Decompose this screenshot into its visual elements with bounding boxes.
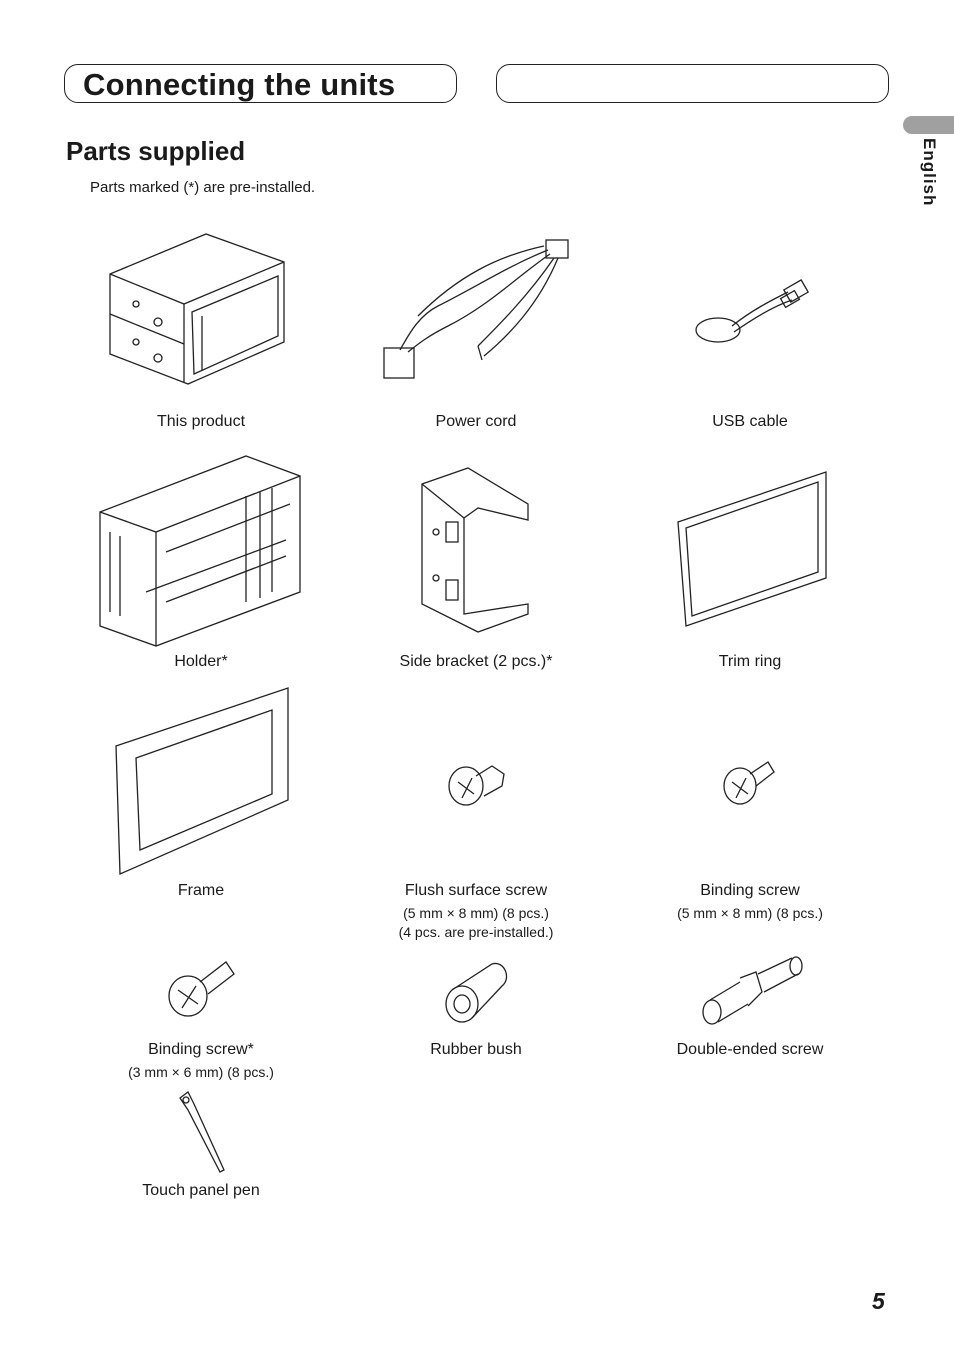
binding-screw-icon <box>723 761 775 805</box>
usb-cable-icon <box>695 279 810 343</box>
page-number: 5 <box>872 1288 885 1314</box>
language-label: English <box>920 138 939 207</box>
part-detail: (3 mm × 6 mm) (8 pcs.) <box>128 1064 274 1080</box>
side-bracket-icon <box>421 467 529 633</box>
part-detail: (4 pcs. are pre-installed.) <box>398 924 554 940</box>
part-label: Binding screw <box>700 882 800 899</box>
part-label: Power cord <box>435 413 517 430</box>
part-detail: (5 mm × 8 mm) (8 pcs.) <box>403 905 549 921</box>
header-blank-box <box>496 64 889 103</box>
part-label: Holder* <box>174 653 228 670</box>
part-label: Touch panel pen <box>142 1182 260 1199</box>
rubber-bush-icon <box>445 962 508 1023</box>
holder-icon <box>99 455 301 647</box>
language-tab <box>903 116 954 134</box>
touch-pen-icon <box>179 1091 225 1173</box>
trim-ring-icon <box>677 471 827 627</box>
power-cord-icon <box>383 239 569 379</box>
part-label: Double-ended screw <box>676 1041 824 1058</box>
page-title: Connecting the units <box>83 67 396 102</box>
header-title-box: Connecting the units <box>64 64 457 103</box>
flush-screw-icon <box>448 765 505 806</box>
part-label: This product <box>156 413 246 430</box>
part-label: Frame <box>177 882 225 899</box>
part-label: Rubber bush <box>430 1041 522 1058</box>
frame-icon <box>115 687 289 875</box>
part-label: Trim ring <box>718 653 782 670</box>
part-label: Flush surface screw <box>404 882 548 899</box>
head-unit-icon <box>109 233 285 385</box>
section-note: Parts marked (*) are pre-installed. <box>90 179 316 196</box>
part-label: Binding screw* <box>148 1041 254 1058</box>
section-title: Parts supplied <box>66 136 246 166</box>
part-detail: (5 mm × 8 mm) (8 pcs.) <box>677 905 823 921</box>
part-label: Side bracket (2 pcs.)* <box>399 653 553 670</box>
double-ended-screw-icon <box>702 956 803 1025</box>
small-binding-screw-icon <box>168 961 235 1017</box>
part-label: USB cable <box>712 413 788 430</box>
